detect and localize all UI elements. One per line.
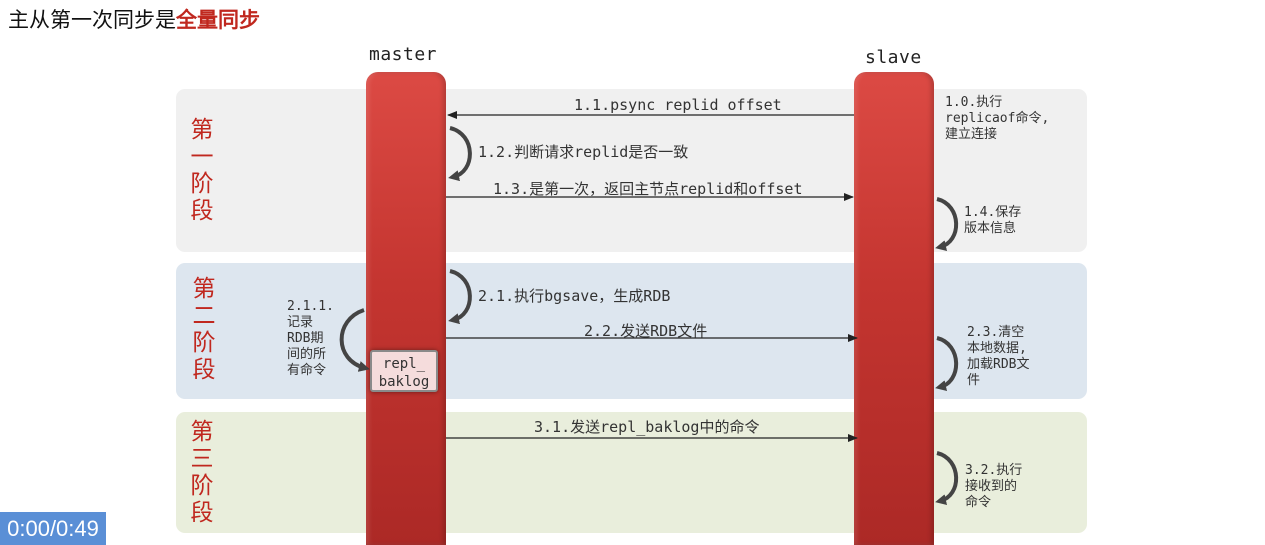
note-1-4: 1.4.保存 版本信息 [964,205,1022,236]
phase-3-char: 三 [190,446,214,472]
repl-baklog-line2: baklog [378,374,430,390]
note-1-0: 1.0.执行 replicaof命令, 建立连接 [945,95,1050,142]
loop-1-2-icon [448,126,472,182]
title-highlight: 全量同步 [176,8,260,32]
master-label: master [369,44,438,65]
phase-2-panel [176,263,1087,399]
master-lifeline [366,72,446,545]
phase-1-label: 第 一 阶 段 [187,117,217,225]
phase-2-char: 二 [192,303,216,329]
phase-1-char: 一 [190,144,214,170]
message-1-1: 1.1.psync replid offset [574,96,782,114]
video-timer[interactable]: 0:00/0:49 [0,512,106,545]
message-2-1: 2.1.执行bgsave，生成RDB [478,287,671,305]
slave-lifeline [854,72,934,545]
phase-1-panel [176,89,1087,252]
phase-3-panel [176,412,1087,533]
phase-3-char: 第 [190,419,214,445]
phase-2-char: 第 [192,276,216,302]
loop-2-3-icon [935,336,959,392]
slave-label: slave [865,47,922,68]
title-prefix: 主从第一次同步是 [8,8,176,32]
phase-2-char: 段 [192,357,216,383]
phase-1-char: 第 [190,117,214,143]
loop-2-1-icon [448,269,472,325]
message-1-3: 1.3.是第一次，返回主节点replid和offset [493,180,803,198]
phase-1-char: 段 [190,198,214,224]
note-2-3: 2.3.清空 本地数据, 加载RDB文 件 [967,325,1030,388]
phase-3-char: 阶 [190,473,214,499]
loop-1-4-icon [935,197,959,252]
phase-2-char: 阶 [192,330,216,356]
note-2-1-1: 2.1.1. 记录 RDB期 间的所 有命令 [287,299,334,378]
page-title: 主从第一次同步是全量同步 [8,4,260,34]
phase-1-char: 阶 [190,171,214,197]
message-2-2: 2.2.发送RDB文件 [584,322,708,340]
message-1-2: 1.2.判断请求replid是否一致 [478,143,689,161]
phase-2-label: 第 二 阶 段 [189,276,219,384]
repl-baklog-box: repl_ baklog [370,350,438,392]
phase-3-char: 段 [190,500,214,526]
message-3-1: 3.1.发送repl_baklog中的命令 [534,418,760,436]
loop-3-2-icon [935,451,959,506]
note-3-2: 3.2.执行 接收到的 命令 [965,463,1023,510]
phase-3-label: 第 三 阶 段 [187,419,217,527]
repl-baklog-line1: repl_ [382,356,426,372]
loop-2-1-1-icon [339,308,370,372]
